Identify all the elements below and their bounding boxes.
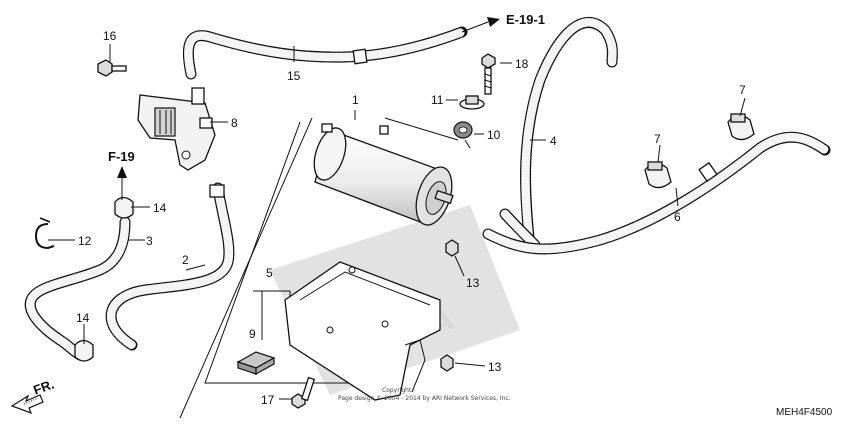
front-arrow-icon <box>10 394 44 415</box>
part-number[interactable]: 6 <box>674 210 681 224</box>
bolt-17 <box>291 376 316 409</box>
bolt-16 <box>97 59 127 77</box>
arrow-e19-1 <box>461 17 500 33</box>
clamp-14 <box>74 196 134 362</box>
part-number[interactable]: 14 <box>153 201 167 215</box>
nut-13 <box>440 239 459 372</box>
grommet-10 <box>453 121 473 139</box>
part-number[interactable]: 4 <box>550 134 557 148</box>
copyright-line-1: Copyright <box>382 387 412 394</box>
clip-12 <box>34 217 55 250</box>
part-number[interactable]: 18 <box>515 57 529 71</box>
arrow-f19 <box>117 166 127 200</box>
part-number[interactable]: 13 <box>466 276 480 290</box>
part-number[interactable]: 5 <box>266 266 273 280</box>
leader-lines <box>179 110 471 419</box>
part-number[interactable]: 16 <box>103 29 117 43</box>
rubber-9 <box>236 351 276 376</box>
part-number[interactable]: 9 <box>249 327 256 341</box>
part-number[interactable]: 7 <box>739 83 746 97</box>
reference-e19-1[interactable]: E-19-1 <box>506 12 545 27</box>
part-number[interactable]: 8 <box>231 116 238 130</box>
part-number[interactable]: 12 <box>78 234 92 248</box>
label-leaders <box>48 44 746 400</box>
solenoid-valve <box>137 87 216 171</box>
part-number[interactable]: 13 <box>488 360 502 374</box>
part-number[interactable]: 17 <box>261 393 275 407</box>
collar-11 <box>459 95 485 110</box>
hose-couplers <box>209 48 718 198</box>
bolt-18 <box>481 53 496 95</box>
part-numbers: 1 2 3 4 5 6 7 7 8 9 10 11 12 13 13 14 14… <box>76 29 746 407</box>
canister-bracket <box>284 261 441 401</box>
part-number[interactable]: 10 <box>487 128 501 142</box>
part-number[interactable]: 14 <box>76 311 90 325</box>
copyright-line-2: Page design © 2004 - 2014 by ARI Network… <box>338 395 511 402</box>
canister <box>313 123 454 226</box>
part-number[interactable]: 2 <box>182 253 189 267</box>
diagram-code: MEH4F4500 <box>776 407 833 418</box>
reference-f19[interactable]: F-19 <box>108 149 135 164</box>
part-number[interactable]: 3 <box>146 234 153 248</box>
hose-6 <box>482 131 831 255</box>
hose-3 <box>24 216 131 361</box>
part-number[interactable]: 15 <box>287 69 301 83</box>
hose-2 <box>105 182 235 351</box>
part-number[interactable]: 7 <box>654 132 661 146</box>
clamp-7 <box>644 113 755 189</box>
hose-15 <box>182 26 468 80</box>
front-label: FR. <box>31 376 56 397</box>
part-number[interactable]: 1 <box>352 93 359 107</box>
part-number[interactable]: 11 <box>431 93 444 107</box>
